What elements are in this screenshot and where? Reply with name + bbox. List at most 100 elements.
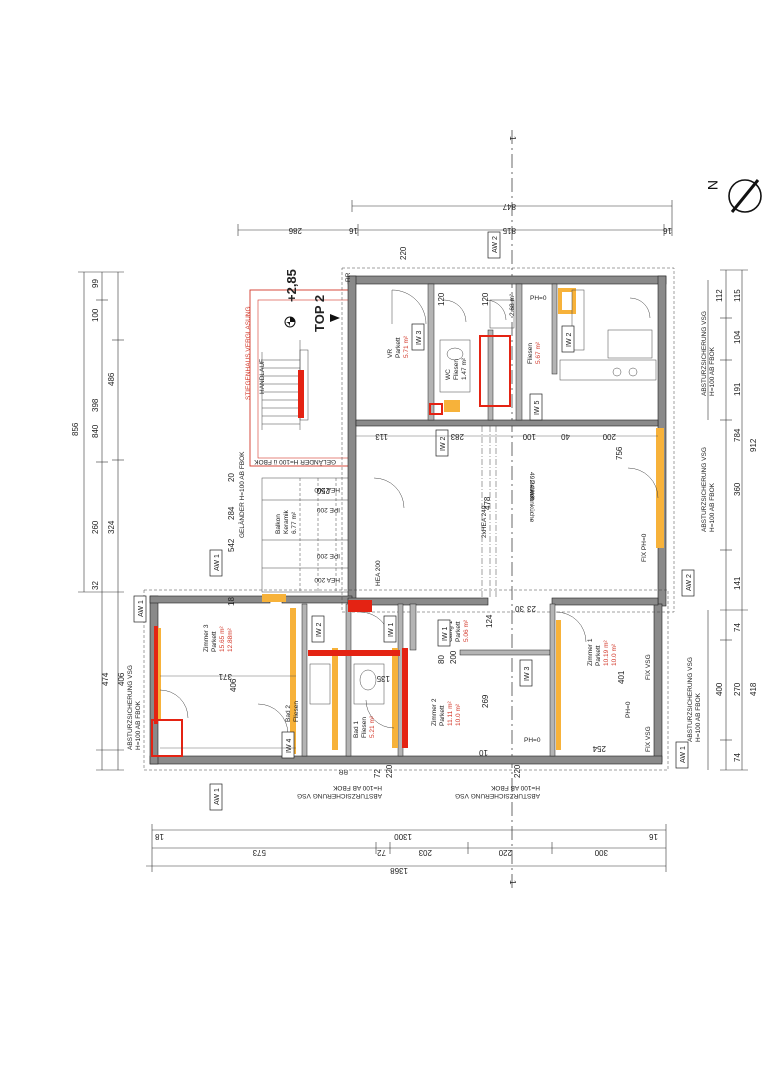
plan-text-128: 478	[483, 496, 492, 510]
tag-iw2-c: IW 2	[566, 333, 573, 347]
room-vr-name: VR	[387, 349, 394, 358]
hea200-label: HEA 200	[375, 560, 382, 586]
dim-bottom-d: 220	[498, 848, 512, 857]
insulation-lines	[143, 267, 675, 771]
dims-bottom	[146, 824, 667, 872]
dim-left-d: 100	[91, 308, 100, 322]
room-zimmer2-area: 11.11 m²	[447, 700, 454, 726]
rr-label-2: RR	[345, 272, 352, 282]
tag-iw5: IW 5	[534, 401, 541, 415]
room-zimmer2-area-reduced: 10.0 m²	[455, 703, 462, 726]
plan-text-145: 30	[515, 604, 524, 613]
plan-text-151: 20	[227, 473, 236, 482]
room-zimmer1-area: 10.19 m²	[603, 640, 610, 666]
dim-bottom-a: 573	[252, 848, 266, 857]
plan-text-136: 401	[617, 670, 626, 684]
room-zimmer3-area: 15.65 m²	[219, 626, 226, 652]
balcony	[261, 477, 351, 593]
tag-aw1-c: AW 1	[214, 788, 221, 805]
fix-vsg-2: FIX VSG	[645, 726, 652, 752]
plan-text-98: H=100 AB FBOK	[695, 692, 702, 742]
plan-text-147: 756	[615, 446, 624, 460]
plan-text-89: ABSTURZSICHERUNG VSG	[297, 792, 382, 799]
room-labels: Wohnküche Parkett 49.34 m² Zimmer 3 Park…	[203, 293, 618, 738]
room-zimmer1-floor: Parkett	[595, 645, 602, 666]
dim-right-c: 115	[733, 289, 742, 302]
stairs-label: STIEGENHAUS VERGLASUNG	[245, 306, 252, 400]
level-marker-icon	[284, 314, 340, 328]
door-swings	[159, 289, 659, 735]
dim-top-d: 16	[663, 226, 672, 235]
room-zimmer3-name: Zimmer 3	[203, 624, 210, 652]
tag-aw1-a: AW 1	[214, 554, 221, 571]
dim-right-overall: 912	[749, 438, 758, 452]
plan-text-93: ABSTURZSICHERUNG VSG	[701, 311, 708, 396]
dim-top-overall: 847	[502, 202, 516, 211]
dim-top-b: 16	[349, 226, 358, 235]
balcony-rail-label: GELÄNDER H=100 AB FBOK	[238, 451, 246, 538]
dim-top-a: 286	[288, 226, 302, 235]
room-gang1-area: 5.06 m²	[463, 619, 470, 642]
tag-iw1-b: IW 1	[388, 623, 395, 637]
inner-walls	[301, 283, 558, 757]
fall-protection-labels: ABSTURZSICHERUNG VSG H=100 AB FBOK ABSTU…	[127, 311, 716, 799]
plan-text-95: ABSTURZSICHERUNG VSG	[701, 447, 708, 532]
room-zimmer2-floor: Parkett	[439, 705, 446, 726]
dim-bottom-overall: 1368	[390, 866, 408, 875]
tag-iw4: IW 4	[286, 739, 293, 753]
plan-text-96: H=100 AB FBOK	[709, 482, 716, 532]
dim-right-g: 141	[733, 576, 742, 590]
dim-bottom-e: 300	[594, 848, 608, 857]
fix-vsg-1: FIX VSG	[645, 654, 652, 680]
dim-left-e: 486	[107, 372, 116, 386]
dim-right-i: 270	[733, 682, 742, 696]
dim-bottom-g: 18	[155, 832, 164, 841]
section-label-top: 1	[508, 136, 517, 141]
beam-hea-1: HEA 200	[314, 486, 340, 493]
plan-text-129: 124	[485, 614, 494, 628]
tag-iw3-b: IW 3	[524, 667, 531, 681]
dim-left-l: 99	[91, 279, 100, 288]
inner-dims: 113 283 100 40 200 478 124 120 120 220 3…	[160, 246, 658, 778]
dim-top-c: 815	[502, 226, 516, 235]
handrail-label: HANDLAUF	[259, 359, 266, 394]
plan-text-150: 284	[227, 506, 236, 520]
room-zimmer3-area-reduced: 12.88m²	[227, 627, 234, 652]
room-zimmer3-floor: Parkett	[211, 631, 218, 652]
dim-bottom-b: 72	[377, 848, 386, 857]
dim-bottom-f: 16	[649, 832, 658, 841]
plan-text-140: 200	[449, 650, 458, 664]
dim-left-i: 406	[117, 672, 126, 686]
dim-right-h: 74	[733, 623, 742, 632]
tag-iw2-b: IW 2	[440, 437, 447, 451]
plan-text-91: ABSTURZSICHERUNG VSG	[455, 792, 540, 799]
beam-hea-2: HEA 200	[314, 576, 340, 583]
kitchen-counter	[559, 289, 657, 381]
dim-left-h: 474	[101, 672, 110, 686]
dims-right	[707, 269, 748, 771]
room-fliesen-label: Fliesen	[527, 343, 534, 364]
dim-right-d: 104	[733, 330, 742, 344]
plan-text-139: 80	[437, 655, 446, 664]
tag-aw1-d: AW 1	[680, 746, 687, 763]
tag-iw1-a: IW 1	[442, 627, 449, 641]
room-wohnkueche-name: Wohnküche	[528, 488, 535, 523]
dim-left-f: 324	[107, 520, 116, 534]
dims-left	[78, 271, 124, 771]
plan-text-126: 40	[561, 432, 570, 441]
plan-text-130: 120	[437, 292, 446, 306]
plan-text-144: 220	[513, 764, 522, 778]
dim-right-l: 74	[733, 753, 742, 762]
room-zimmer1-area-reduced: 10.0 m²	[611, 643, 618, 666]
dim-right-b: 418	[749, 682, 758, 696]
section-label-bottom: 1	[508, 880, 517, 885]
ph0-label-2: PH=0	[625, 701, 632, 718]
room-bad2-name: Bad 2	[285, 705, 292, 722]
ph0-label-3: PH=0	[524, 737, 541, 744]
balcony-floor: Keramik	[283, 509, 290, 534]
plan-text-132: 220	[399, 246, 408, 260]
dim-right-j: 400	[715, 682, 724, 696]
plan-text-138: 254	[592, 744, 606, 753]
plan-text-137: 135	[376, 674, 390, 683]
